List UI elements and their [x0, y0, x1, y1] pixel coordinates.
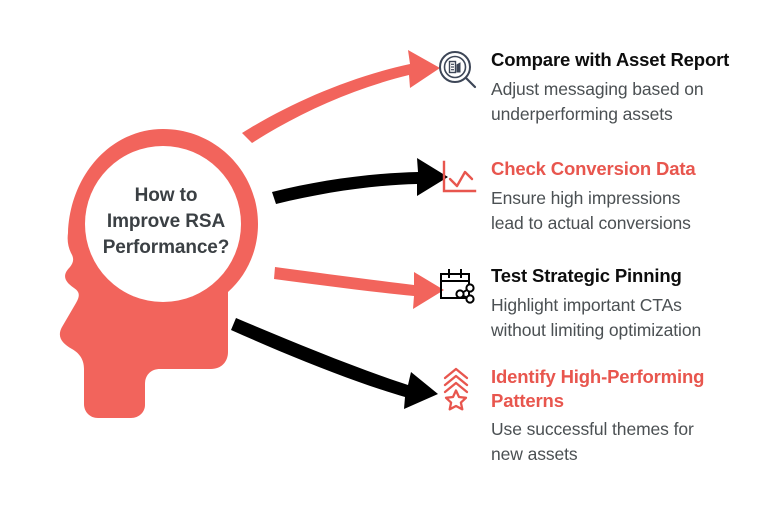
chevrons-star-icon: [435, 365, 481, 411]
item-text-block: Compare with Asset Report Adjust messagi…: [491, 48, 781, 127]
list-item-compare-with-asset-report[interactable]: Compare with Asset Report Adjust messagi…: [432, 48, 781, 127]
item-text-block: Identify High-Performing Patterns Use su…: [491, 365, 781, 467]
head-inner-circle: [85, 146, 241, 302]
item-title: Check Conversion Data: [491, 158, 696, 179]
head-profile-icon: [59, 129, 259, 418]
magnifier-report-icon: [435, 48, 481, 94]
list-item-check-conversion-data[interactable]: Check Conversion Data Ensure high impres…: [432, 157, 781, 236]
list-item-test-strategic-pinning[interactable]: Test Strategic Pinning Highlight importa…: [432, 264, 781, 343]
item-text-block: Check Conversion Data Ensure high impres…: [491, 157, 781, 236]
item-text-block: Test Strategic Pinning Highlight importa…: [491, 264, 781, 343]
item-title: Identify High-Performing Patterns: [491, 366, 705, 412]
item-title: Test Strategic Pinning: [491, 265, 682, 286]
item-title: Compare with Asset Report: [491, 49, 730, 70]
line-chart-icon: [435, 157, 481, 203]
calendar-share-icon: [435, 264, 481, 310]
items-list: Compare with Asset Report Adjust messagi…: [432, 0, 781, 513]
list-item-identify-high-performing-patterns[interactable]: Identify High-Performing Patterns Use su…: [432, 365, 781, 467]
